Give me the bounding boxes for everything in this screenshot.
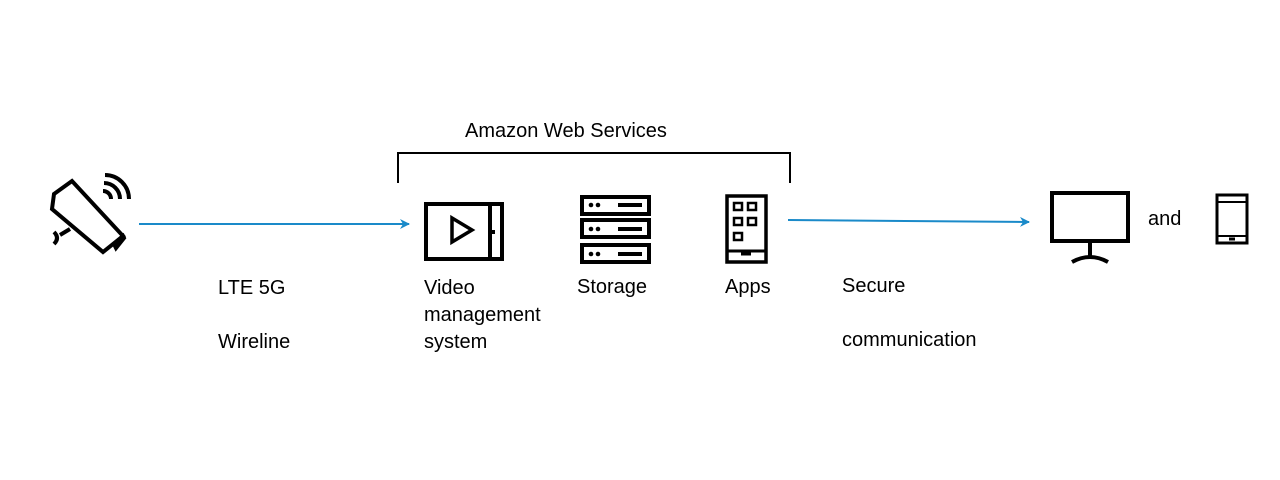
link-in-label-line1: LTE 5G	[218, 277, 286, 299]
monitor-icon	[1050, 191, 1130, 264]
arrow-apps-to-clients	[787, 216, 1030, 227]
aws-group-label: Amazon Web Services	[465, 120, 667, 142]
service-label-vms: Video management system	[424, 277, 541, 353]
link-out-label-line1: Secure	[842, 275, 906, 297]
security-camera-wireless-icon	[49, 173, 131, 255]
mobile-apps-icon	[725, 194, 768, 264]
server-rack-icon	[580, 195, 651, 264]
link-in-label: LTE 5G Wireline	[218, 248, 290, 383]
link-out-label-line2: communication	[842, 329, 977, 351]
video-player-icon	[424, 202, 504, 261]
aws-group-bracket	[397, 152, 791, 183]
clients-joiner-label: and	[1148, 208, 1182, 230]
link-out-label: Secure communication	[842, 246, 977, 381]
smartphone-icon	[1215, 193, 1249, 245]
link-in-label-line2: Wireline	[218, 331, 291, 353]
service-label-storage: Storage	[577, 276, 648, 298]
service-label-apps: Apps	[725, 276, 771, 298]
